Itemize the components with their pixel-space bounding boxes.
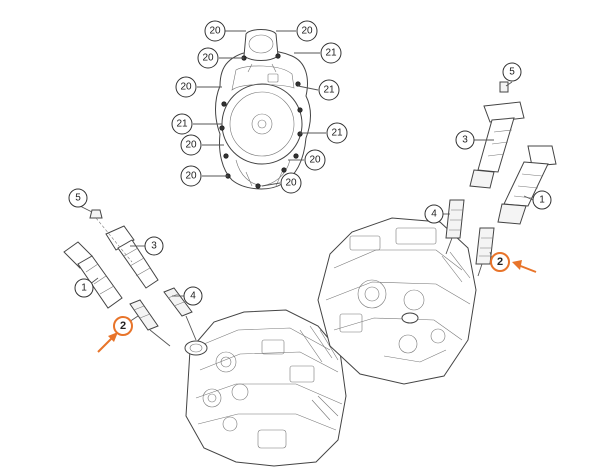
svg-text:20: 20 (185, 171, 197, 182)
callout-21-a: 21 (320, 42, 342, 64)
svg-text:3: 3 (151, 241, 157, 252)
svg-text:20: 20 (301, 26, 313, 37)
callout-rear-4: 4 (424, 204, 444, 224)
rear-leaders (443, 81, 534, 260)
svg-text:21: 21 (331, 128, 343, 139)
svg-text:21: 21 (176, 119, 188, 130)
svg-text:1: 1 (81, 283, 87, 294)
water-pump-leaders (193, 30, 326, 187)
callout-front-1: 1 (74, 278, 94, 298)
svg-text:20: 20 (185, 140, 197, 151)
callout-front-5: 5 (68, 188, 88, 208)
callout-rear-1: 1 (532, 190, 552, 210)
callout-21-d: 21 (326, 122, 348, 144)
front-cylinder-head (184, 309, 347, 467)
callout-20-g: 20 (180, 165, 202, 187)
svg-text:1: 1 (539, 195, 545, 206)
callout-20-f: 20 (304, 149, 326, 171)
svg-text:21: 21 (325, 48, 337, 59)
svg-text:20: 20 (180, 82, 192, 93)
callout-20-c: 20 (197, 47, 219, 69)
callout-rear-3: 3 (455, 130, 475, 150)
svg-text:5: 5 (509, 67, 515, 78)
callout-rear-5: 5 (502, 62, 522, 82)
highlight-arrows (97, 260, 537, 353)
callout-front-4: 4 (183, 286, 203, 306)
svg-text:20: 20 (309, 155, 321, 166)
callout-rear-2-highlighted: 2 (490, 252, 510, 272)
svg-text:3: 3 (462, 135, 468, 146)
svg-text:5: 5 (75, 193, 81, 204)
callout-20-e: 20 (180, 134, 202, 156)
callout-21-b: 21 (318, 79, 340, 101)
front-ignition-parts (63, 209, 197, 347)
svg-text:2: 2 (120, 320, 126, 332)
callout-20-a: 20 (204, 20, 226, 42)
water-pump-cover (215, 29, 311, 190)
callout-21-c: 21 (171, 113, 193, 135)
svg-text:20: 20 (285, 178, 297, 189)
svg-text:20: 20 (202, 53, 214, 64)
callout-front-3: 3 (144, 236, 164, 256)
svg-text:4: 4 (190, 291, 196, 302)
rear-cylinder-head (317, 217, 477, 385)
callout-20-b: 20 (296, 20, 318, 42)
callout-20-h: 20 (280, 172, 302, 194)
svg-text:20: 20 (209, 26, 221, 37)
svg-text:21: 21 (323, 85, 335, 96)
callout-front-2-highlighted: 2 (113, 316, 133, 336)
callout-20-d: 20 (175, 76, 197, 98)
svg-text:4: 4 (431, 209, 437, 220)
svg-text:2: 2 (497, 256, 503, 268)
rear-ignition-parts (445, 81, 557, 277)
